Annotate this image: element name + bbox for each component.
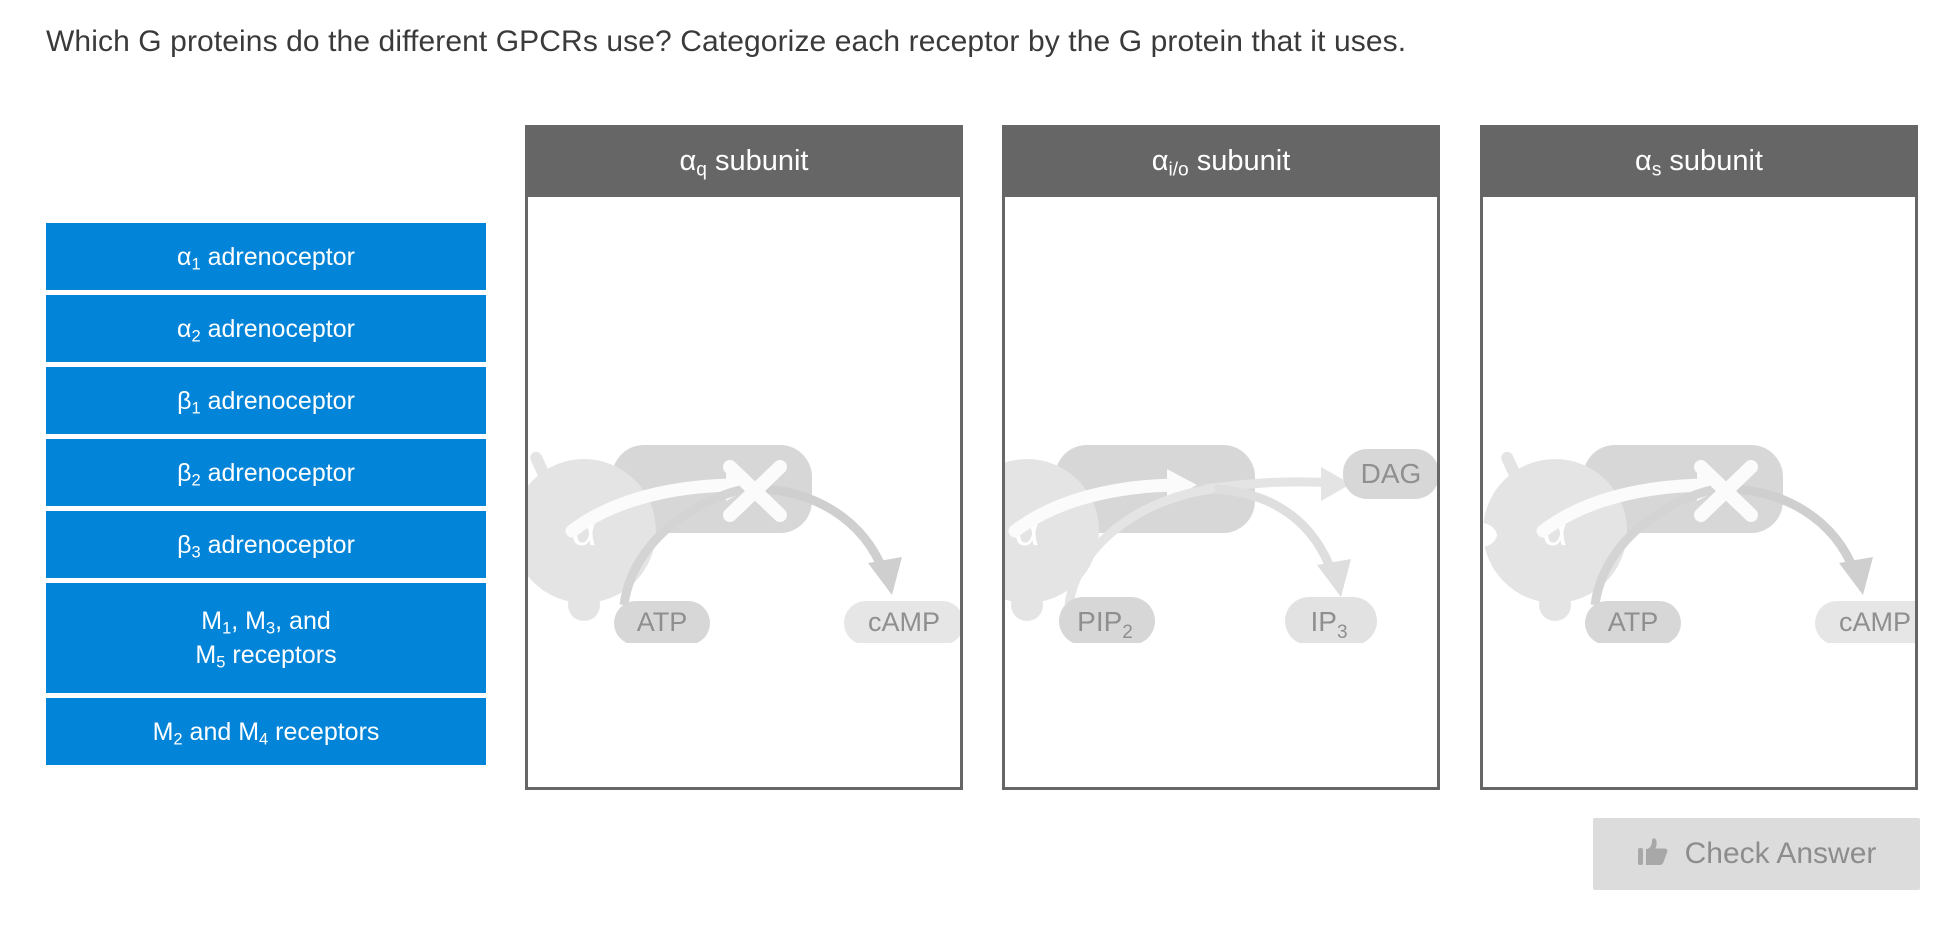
category-column-alpha-i-o: αi/o subunit α bbox=[1002, 125, 1440, 790]
receptor-tile-m2-m4-receptors[interactable]: M2 and M4 receptors bbox=[46, 698, 486, 765]
check-answer-button[interactable]: Check Answer bbox=[1593, 818, 1920, 890]
category-header-alpha-s: αs subunit bbox=[1480, 125, 1918, 197]
signaling-watermark-diagram: α ATP cAMP bbox=[1483, 445, 1915, 643]
receptor-tile-alpha2-adrenoceptor[interactable]: α2 adrenoceptor bbox=[46, 295, 486, 362]
category-header-label: αs subunit bbox=[1635, 144, 1763, 180]
drop-zone-alpha-q[interactable]: α ATP cAMP bbox=[525, 197, 963, 790]
question-prompt: Which G proteins do the different GPCRs … bbox=[46, 25, 1407, 58]
receptor-tile-beta2-adrenoceptor[interactable]: β2 adrenoceptor bbox=[46, 439, 486, 506]
watermark-node-atp: ATP bbox=[637, 607, 688, 637]
signaling-watermark-diagram: α ATP cAMP bbox=[528, 445, 960, 643]
watermark-node-ip3: IP3 bbox=[1310, 606, 1347, 643]
thumbs-up-icon bbox=[1637, 838, 1668, 865]
category-header-label: αi/o subunit bbox=[1151, 144, 1291, 180]
receptor-tile-label: M2 and M4 receptors bbox=[152, 717, 380, 749]
svg-text:α: α bbox=[1542, 506, 1567, 555]
watermark-node-camp: cAMP bbox=[1839, 607, 1911, 637]
receptor-tile-label: α1 adrenoceptor bbox=[177, 242, 355, 274]
category-column-alpha-q: αq subunit α bbox=[525, 125, 963, 790]
watermark-node-dag: DAG bbox=[1361, 458, 1422, 489]
receptor-tile-bank: α1 adrenoceptor α2 adrenoceptor β1 adren… bbox=[46, 223, 486, 770]
category-column-alpha-s: αs subunit α bbox=[1480, 125, 1918, 790]
receptor-tile-label: β3 adrenoceptor bbox=[177, 530, 355, 562]
svg-text:α: α bbox=[571, 506, 596, 555]
receptor-tile-beta3-adrenoceptor[interactable]: β3 adrenoceptor bbox=[46, 511, 486, 578]
category-header-alpha-i-o: αi/o subunit bbox=[1002, 125, 1440, 197]
drop-zone-alpha-s[interactable]: α ATP cAMP bbox=[1480, 197, 1918, 790]
receptor-tile-beta1-adrenoceptor[interactable]: β1 adrenoceptor bbox=[46, 367, 486, 434]
receptor-tile-m1-m3-m5-receptors[interactable]: M1, M3, and M5 receptors bbox=[46, 583, 486, 693]
category-header-label: αq subunit bbox=[679, 144, 809, 180]
category-header-alpha-q: αq subunit bbox=[525, 125, 963, 197]
receptor-tile-label-line1: M1, M3, and bbox=[201, 607, 331, 638]
svg-text:α: α bbox=[1014, 506, 1039, 555]
receptor-tile-label: β2 adrenoceptor bbox=[177, 458, 355, 490]
check-answer-label: Check Answer bbox=[1684, 837, 1877, 870]
receptor-tile-alpha1-adrenoceptor[interactable]: α1 adrenoceptor bbox=[46, 223, 486, 290]
receptor-tile-label: β1 adrenoceptor bbox=[177, 386, 355, 418]
watermark-node-camp: cAMP bbox=[868, 607, 940, 637]
watermark-node-pip2: PIP2 bbox=[1077, 606, 1133, 643]
watermark-node-atp: ATP bbox=[1608, 607, 1659, 637]
receptor-tile-label-line2: M5 receptors bbox=[195, 641, 337, 672]
drop-zone-alpha-i-o[interactable]: α DAG PIP2 IP3 bbox=[1002, 197, 1440, 790]
receptor-tile-label: α2 adrenoceptor bbox=[177, 314, 355, 346]
signaling-watermark-diagram: α DAG PIP2 IP3 bbox=[1005, 445, 1437, 643]
